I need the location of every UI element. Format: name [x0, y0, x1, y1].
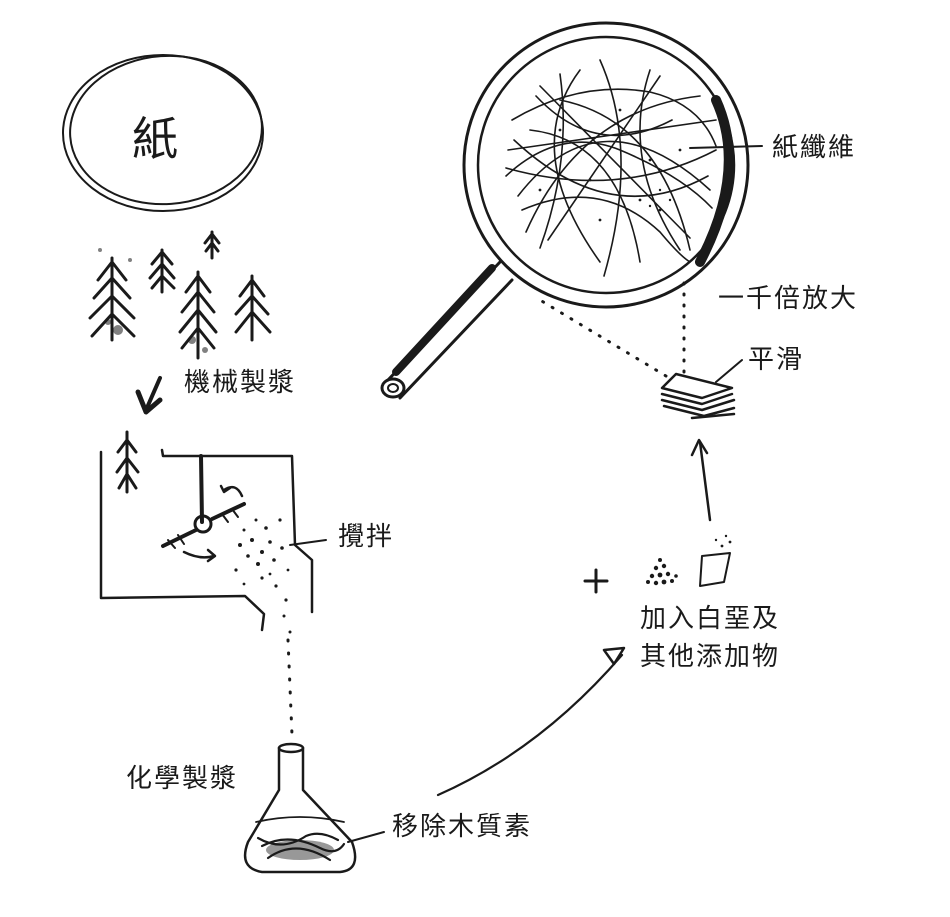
- paper-fibers-icon: [505, 59, 717, 277]
- trees-icon: [88, 230, 272, 360]
- label-remove-lignin: 移除木質素: [392, 812, 533, 842]
- label-add-line2: 其他添加物: [640, 642, 781, 672]
- label-paper: 紙: [132, 112, 178, 166]
- label-smooth: 平滑: [748, 345, 805, 375]
- pulp-tank: [99, 430, 314, 632]
- arrow-down-icon: [135, 376, 163, 415]
- additive-packet-icon: [699, 534, 732, 587]
- magnify-dotted-lines: [538, 280, 686, 378]
- label-stir: 攪拌: [338, 522, 395, 552]
- label-mechanical-pulp: 機械製漿: [184, 368, 297, 398]
- chalk-powder-icon: [646, 558, 678, 586]
- flask-icon: [243, 742, 357, 874]
- paper-stack-icon: [660, 372, 736, 420]
- smooth-leader-line: [715, 359, 743, 383]
- magnifying-glass-icon: [380, 21, 750, 400]
- label-add-line1: 加入白堊及: [640, 604, 781, 634]
- dotted-line-tank-flask: [286, 638, 294, 737]
- fiber-speckles: [538, 108, 682, 222]
- label-paper-fiber: 紙纖維: [772, 133, 857, 163]
- label-chemical-pulp: 化學製漿: [126, 764, 239, 794]
- stir-leader-line: [289, 539, 327, 546]
- arrow-up-icon: [690, 438, 712, 522]
- stirrer-icon: [161, 454, 246, 563]
- tree-texture: [98, 248, 208, 353]
- plus-icon: [583, 568, 609, 594]
- remove-lignin-leader-line: [347, 831, 385, 843]
- pulp-particles: [234, 518, 292, 634]
- curved-arrow-icon: [436, 646, 626, 797]
- flask-texture: [266, 840, 334, 860]
- flask-contents: [256, 832, 346, 862]
- paper-circle: [62, 54, 264, 212]
- paper-fiber-leader-line: [689, 145, 763, 149]
- label-magnify: 一千倍放大: [718, 284, 859, 314]
